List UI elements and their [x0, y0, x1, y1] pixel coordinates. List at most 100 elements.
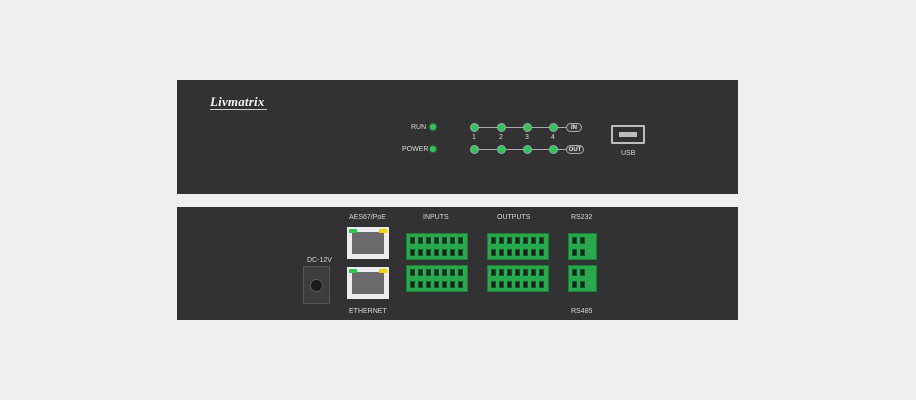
terminal-pin [531, 237, 536, 244]
terminal-pin [491, 281, 496, 288]
terminal-pin [458, 249, 463, 256]
terminal-pin [450, 281, 455, 288]
terminal-pin [491, 269, 496, 276]
inputs-terminal-top[interactable] [406, 233, 468, 260]
terminal-pin [523, 249, 528, 256]
terminal-pin [418, 269, 423, 276]
in-badge: IN [566, 123, 582, 132]
terminal-pin [426, 281, 431, 288]
terminal-pin [515, 269, 520, 276]
terminal-pin [539, 249, 544, 256]
terminal-pin [410, 249, 415, 256]
terminal-pin [442, 269, 447, 276]
out-led-3-icon [523, 145, 532, 154]
terminal-pin [442, 237, 447, 244]
terminal-pin [426, 249, 431, 256]
terminal-pin [458, 237, 463, 244]
logo-underline [210, 109, 267, 110]
terminal-pin [434, 249, 439, 256]
power-label: POWER [402, 146, 429, 153]
out-badge: OUT [566, 145, 584, 154]
channel-3-label: 3 [525, 134, 529, 141]
terminal-pin [507, 237, 512, 244]
inputs-terminal-bottom[interactable] [406, 265, 468, 292]
terminal-pin [580, 237, 585, 244]
terminal-pin [418, 237, 423, 244]
ethernet-port-icon[interactable] [347, 267, 389, 299]
terminal-pin [458, 281, 463, 288]
terminal-pin [426, 269, 431, 276]
in-led-4-icon [549, 123, 558, 132]
terminal-pin [507, 249, 512, 256]
dc-label: DC-12V [307, 257, 332, 264]
ethernet-label: ETHERNET [349, 308, 387, 315]
terminal-pin [434, 269, 439, 276]
rs232-label: RS232 [571, 214, 593, 221]
aes67-ethernet-port-icon[interactable] [347, 227, 389, 259]
inputs-label: INPUTS [423, 214, 449, 221]
channel-1-label: 1 [472, 134, 476, 141]
terminal-pin [442, 281, 447, 288]
rs232-terminal[interactable] [568, 233, 597, 260]
terminal-pin [491, 237, 496, 244]
terminal-pin [572, 281, 577, 288]
in-led-2-icon [497, 123, 506, 132]
channel-2-label: 2 [499, 134, 503, 141]
aes67-label: AES67/PoE [349, 214, 386, 221]
terminal-pin [539, 237, 544, 244]
terminal-pin [491, 249, 496, 256]
dc-power-jack-icon[interactable] [303, 266, 330, 304]
outputs-label: OUTPUTS [497, 214, 531, 221]
terminal-pin [410, 237, 415, 244]
run-led-icon [430, 124, 436, 130]
out-led-2-icon [497, 145, 506, 154]
terminal-pin [572, 237, 577, 244]
terminal-pin [410, 269, 415, 276]
rear-panel: DC-12V AES67/PoE ETHERNET INPUTS OUTPUTS… [177, 207, 738, 320]
run-label: RUN [411, 124, 427, 131]
terminal-pin [580, 249, 585, 256]
terminal-pin [572, 269, 577, 276]
terminal-pin [499, 281, 504, 288]
terminal-pin [580, 269, 585, 276]
terminal-pin [539, 281, 544, 288]
terminal-pin [499, 249, 504, 256]
terminal-pin [442, 249, 447, 256]
terminal-pin [572, 249, 577, 256]
out-led-4-icon [549, 145, 558, 154]
brand-logo: Livmatrix [210, 94, 265, 109]
terminal-pin [499, 269, 504, 276]
terminal-pin [515, 249, 520, 256]
terminal-pin [523, 269, 528, 276]
terminal-pin [531, 249, 536, 256]
terminal-pin [434, 237, 439, 244]
usb-port-icon[interactable] [611, 125, 645, 144]
terminal-pin [418, 249, 423, 256]
rs485-terminal[interactable] [568, 265, 597, 292]
terminal-pin [531, 281, 536, 288]
outputs-terminal-bottom[interactable] [487, 265, 549, 292]
out-led-1-icon [470, 145, 479, 154]
usb-label: USB [621, 150, 636, 157]
terminal-pin [458, 269, 463, 276]
terminal-pin [515, 281, 520, 288]
terminal-pin [418, 281, 423, 288]
terminal-pin [507, 281, 512, 288]
in-led-line [474, 127, 566, 128]
terminal-pin [499, 237, 504, 244]
in-led-1-icon [470, 123, 479, 132]
terminal-pin [410, 281, 415, 288]
outputs-terminal-top[interactable] [487, 233, 549, 260]
terminal-pin [450, 269, 455, 276]
rs485-label: RS485 [571, 308, 593, 315]
terminal-pin [515, 237, 520, 244]
front-panel: Livmatrix RUN POWER IN 1 2 3 4 OUT USB [177, 80, 738, 194]
terminal-pin [507, 269, 512, 276]
terminal-pin [450, 249, 455, 256]
terminal-pin [434, 281, 439, 288]
in-led-3-icon [523, 123, 532, 132]
terminal-pin [580, 281, 585, 288]
terminal-pin [539, 269, 544, 276]
power-led-icon [430, 146, 436, 152]
terminal-pin [523, 281, 528, 288]
